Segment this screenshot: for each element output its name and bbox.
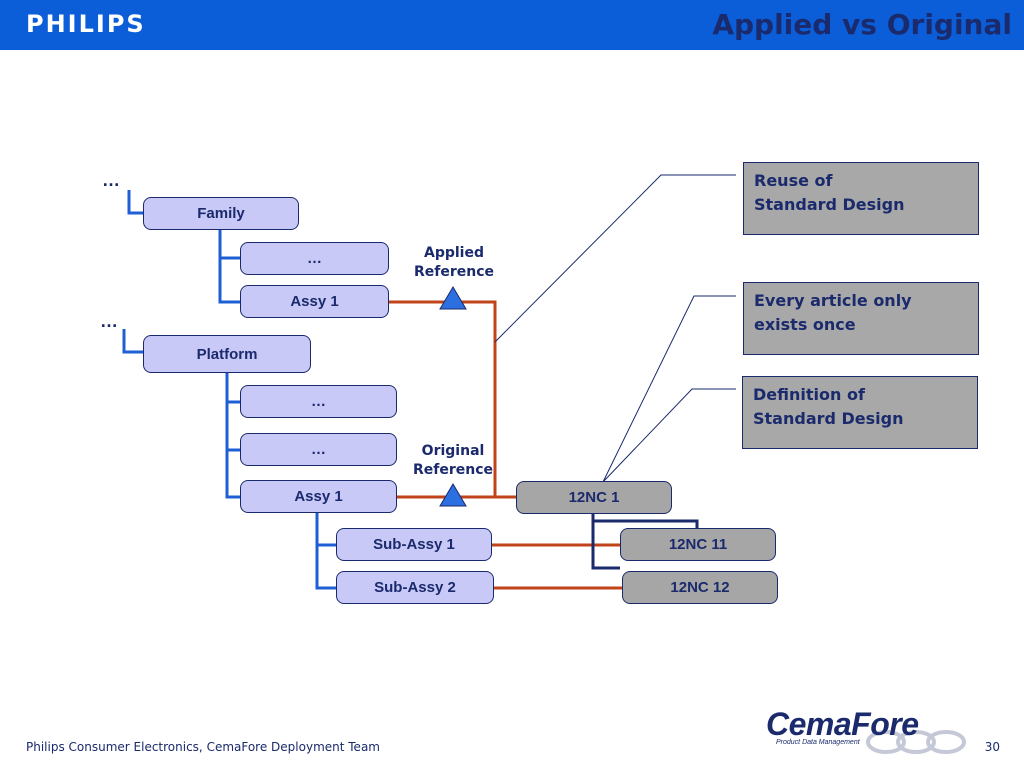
tree-connectors [122,190,336,590]
note-reuse-line-2: Standard Design [754,195,905,214]
philips-logo: PHILIPS [26,10,146,38]
node-platform-assy: Assy 1 [240,480,397,513]
connector-platform-children [225,373,240,499]
node-12nc-12: 12NC 12 [622,571,778,604]
connector-family-children [218,230,240,304]
node-platform-ellipsis-2: … [240,433,397,466]
node-12nc-1: 12NC 1 [516,481,672,514]
logo-rings-icon [866,730,966,754]
note-every-article: Every article only exists once [743,282,979,355]
cemafore-logo: CemaFore Product Data Management [766,706,981,756]
note-reuse-line-1: Reuse of [754,171,833,190]
applied-reference-line-1: Applied [424,245,484,261]
callout-every-article [602,295,736,483]
callout-reuse [494,174,736,343]
logo-word-fore: Fore [851,706,919,742]
original-reference-label: Original Reference [403,442,503,480]
note-every-article-line-2: exists once [754,315,856,334]
note-definition-line-2: Standard Design [753,409,904,428]
node-sub-assy-2: Sub-Assy 2 [336,571,494,604]
ellipsis-mid: … [100,311,119,331]
callout-lines [494,174,736,483]
applied-reference-triangle [439,286,467,310]
applied-reference-label: Applied Reference [404,244,504,282]
node-platform: Platform [143,335,311,373]
nc-bracket [591,513,699,570]
logo-wordmark: CemaFore [766,706,919,743]
connector-root-family [127,190,143,215]
header-bar: PHILIPS Applied vs Original [0,0,1024,50]
ellipsis-top: … [102,170,121,190]
node-12nc-11: 12NC 11 [620,528,776,561]
original-reference-line-2: Reference [412,462,494,478]
node-family-ellipsis: … [240,242,389,275]
original-reference-line-1: Original [421,443,485,459]
note-definition: Definition of Standard Design [742,376,978,449]
footer-text: Philips Consumer Electronics, CemaFore D… [26,740,380,754]
logo-subtitle: Product Data Management [776,739,860,746]
logo-word-cema: Cema [766,706,852,742]
node-platform-ellipsis-1: … [240,385,397,418]
callout-definition [602,388,736,483]
note-every-article-line-1: Every article only [754,291,912,310]
applied-reference-line-2: Reference [413,264,495,280]
original-reference-triangle [439,483,467,507]
note-definition-line-1: Definition of [753,385,865,404]
node-family-assy: Assy 1 [240,285,389,318]
page-title: Applied vs Original [712,8,1012,41]
node-family: Family [143,197,299,230]
connector-root-platform [122,329,143,354]
note-reuse: Reuse of Standard Design [743,162,979,235]
connector-assy-subassy [315,513,336,590]
applied-reference-line [389,300,516,499]
page-number: 30 [984,740,1000,754]
node-sub-assy-1: Sub-Assy 1 [336,528,492,561]
